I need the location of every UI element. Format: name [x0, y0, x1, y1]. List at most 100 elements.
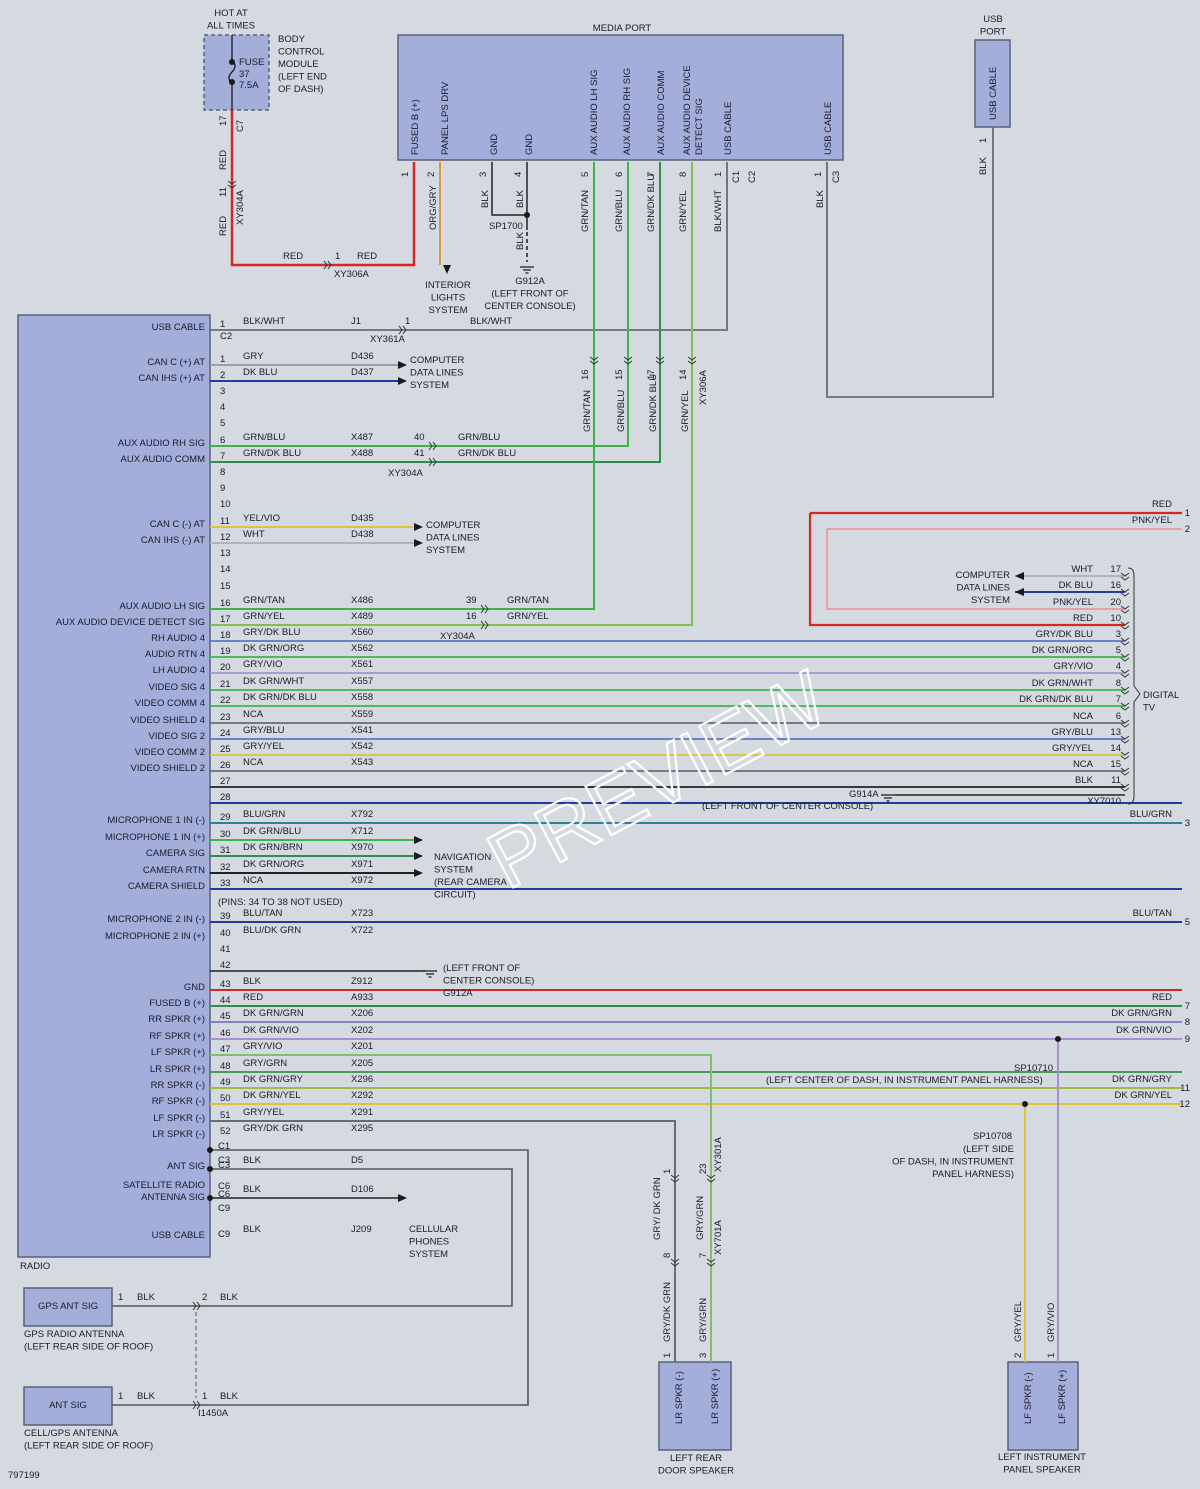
wire-color-label: BLK	[243, 1224, 262, 1235]
wire-color-label: GRY/VIO	[1054, 661, 1093, 672]
circuit-id-label: A933	[351, 992, 373, 1003]
wire-color-label: BLK/WHT	[713, 190, 724, 232]
media-port-module	[397, 34, 844, 161]
wire-color-label: DK GRN/GRY	[1112, 1074, 1173, 1085]
sat-antenna-wire	[200, 1168, 513, 1307]
gps-ant-sig-label: GPS ANT SIG	[38, 1301, 98, 1312]
xy7010-connector-icon	[1120, 605, 1130, 614]
gps-antenna-module	[23, 1287, 113, 1327]
media-port-pin-label: FUSED B (+)	[410, 99, 421, 155]
radio-pin-number: 51	[220, 1110, 231, 1121]
xy7010-connector-icon	[1120, 637, 1130, 646]
radio-pin-label: MICROPHONE 2 IN (+)	[105, 931, 205, 942]
g912a-label: (LEFT FRONT OF	[443, 963, 520, 974]
media-port-pin-number: 1	[713, 172, 724, 177]
xy7010-connector-icon	[1120, 653, 1130, 662]
wire-color-label: PNK/YEL	[1053, 597, 1093, 608]
g914a-ground-icon	[881, 794, 895, 802]
media-port-pin-number: 2	[426, 172, 437, 177]
pin-label: 3	[1185, 818, 1190, 829]
wire-color-label: GRY/VIO	[1046, 1303, 1057, 1342]
xy7010-connector-icon	[1120, 735, 1130, 744]
wire-color-label: DK GRN/VIO	[1116, 1025, 1172, 1036]
radio-pin-number: 26	[220, 760, 231, 771]
pin-label: 7	[1185, 1001, 1190, 1012]
g912a-label: G912A	[443, 988, 473, 999]
wire-color-label: RED	[218, 150, 229, 170]
wire-color-label: GRN/TAN	[580, 190, 591, 232]
media-port-pin-number: 4	[513, 172, 524, 177]
pin-label: 16	[466, 611, 477, 622]
pin-label: 9	[1185, 1034, 1190, 1045]
circuit-id-label: X972	[351, 875, 373, 886]
radio-pin-label: USB CABLE	[152, 1230, 205, 1241]
wire-color-label: BLU/TAN	[243, 908, 283, 919]
pin-label: 40	[414, 432, 425, 443]
connector-icon	[192, 1400, 201, 1410]
tv-red-wire	[808, 513, 1125, 627]
radio-pin-label: CAMERA RTN	[143, 865, 205, 876]
radio-pin-label: CAMERA SHIELD	[128, 881, 205, 892]
pin-label: 1	[1046, 1353, 1057, 1358]
circuit-id-label: D436	[351, 351, 374, 362]
pin-label: 39	[466, 595, 477, 606]
usb-port-title: USB	[983, 14, 1003, 25]
pin-label: 5	[1116, 645, 1121, 656]
radio-pin-label: RF SPKR (-)	[152, 1096, 205, 1107]
radio-pin-number: 25	[220, 744, 231, 755]
radio-pin-number: 50	[220, 1093, 231, 1104]
circuit-id-label: X712	[351, 826, 373, 837]
wire-color-label: RED	[357, 251, 377, 262]
wire-color-label: GRN/BLU	[616, 390, 627, 432]
radio-pin-label: AUX AUDIO DEVICE DETECT SIG	[56, 617, 205, 628]
tv-pnk-wire	[826, 529, 1125, 610]
cell-antenna-name: CELL/GPS ANTENNA	[24, 1428, 119, 1439]
pin-label: 1	[662, 1353, 673, 1358]
g912a-ground-icon	[520, 266, 534, 274]
pin-label: 8	[662, 1253, 673, 1258]
wire-color-label: NCA	[243, 875, 264, 886]
wire-color-label: GRN/TAN	[243, 595, 285, 606]
wire-color-label: GRN/TAN	[582, 390, 593, 432]
radio-pin-number: 1	[220, 319, 225, 330]
xy7010-connector-icon	[1120, 751, 1130, 760]
wire-color-label: DK GRN/DK BLU	[243, 692, 317, 703]
wire-color-label: GRY/DK BLU	[243, 627, 301, 638]
navigation-label: (REAR CAMERA	[434, 877, 508, 888]
radio-conn: C3	[218, 1155, 230, 1166]
navigation-label: SYSTEM	[434, 865, 473, 876]
radio-module	[17, 314, 211, 1258]
circuit-id-label: X562	[351, 643, 373, 654]
wire-color-label: GRN/DK BLU	[458, 448, 516, 459]
radio-pin-label: CAN C (+) AT	[147, 357, 205, 368]
pin-label: 6	[1116, 711, 1121, 722]
wire-color-label: DK GRN/WHT	[1032, 678, 1093, 689]
left-ip-speaker-label: LEFT INSTRUMENT	[998, 1452, 1086, 1463]
radio-pin-number: 11	[220, 516, 230, 527]
radio-pin-number: 22	[220, 695, 231, 706]
wire-color-label: BLK	[220, 1292, 239, 1303]
circuit-id-label: J209	[351, 1224, 372, 1235]
gps-antenna-name: (LEFT REAR SIDE OF ROOF)	[24, 1342, 153, 1353]
media-port-conn: C2	[747, 171, 758, 183]
fuse-box	[203, 34, 270, 111]
circuit-id-label: D435	[351, 513, 374, 524]
circuit-id-label: X201	[351, 1041, 373, 1052]
radio-pin-number: 21	[220, 679, 231, 690]
data-lines-arrow-icon	[1015, 572, 1024, 580]
radio-pin-number: 46	[220, 1028, 231, 1039]
xy7010-label: XY7010	[1087, 796, 1121, 807]
wire-color-label: BLU/GRN	[243, 809, 285, 820]
wire-color-label: GRN/DK BLU	[646, 174, 657, 232]
radio-pin-label: CAN IHS (+) AT	[138, 373, 205, 384]
circuit-id-label: X541	[351, 725, 373, 736]
speaker-pin-label: LF SPKR (-)	[1023, 1372, 1034, 1424]
radio-pin-number: 45	[220, 1011, 231, 1022]
sp10708-location-label: PANEL HARNESS)	[932, 1169, 1014, 1180]
media-port-pin-label: PANEL LPS DRV	[440, 81, 451, 155]
radio-pin-number: 28	[220, 792, 231, 803]
wire-color-label: RED	[243, 992, 263, 1003]
computer-data-lines-label: COMPUTER	[410, 355, 465, 366]
xy304a-connector-icon	[227, 180, 237, 189]
wire-color-label: GRN/TAN	[507, 595, 549, 606]
